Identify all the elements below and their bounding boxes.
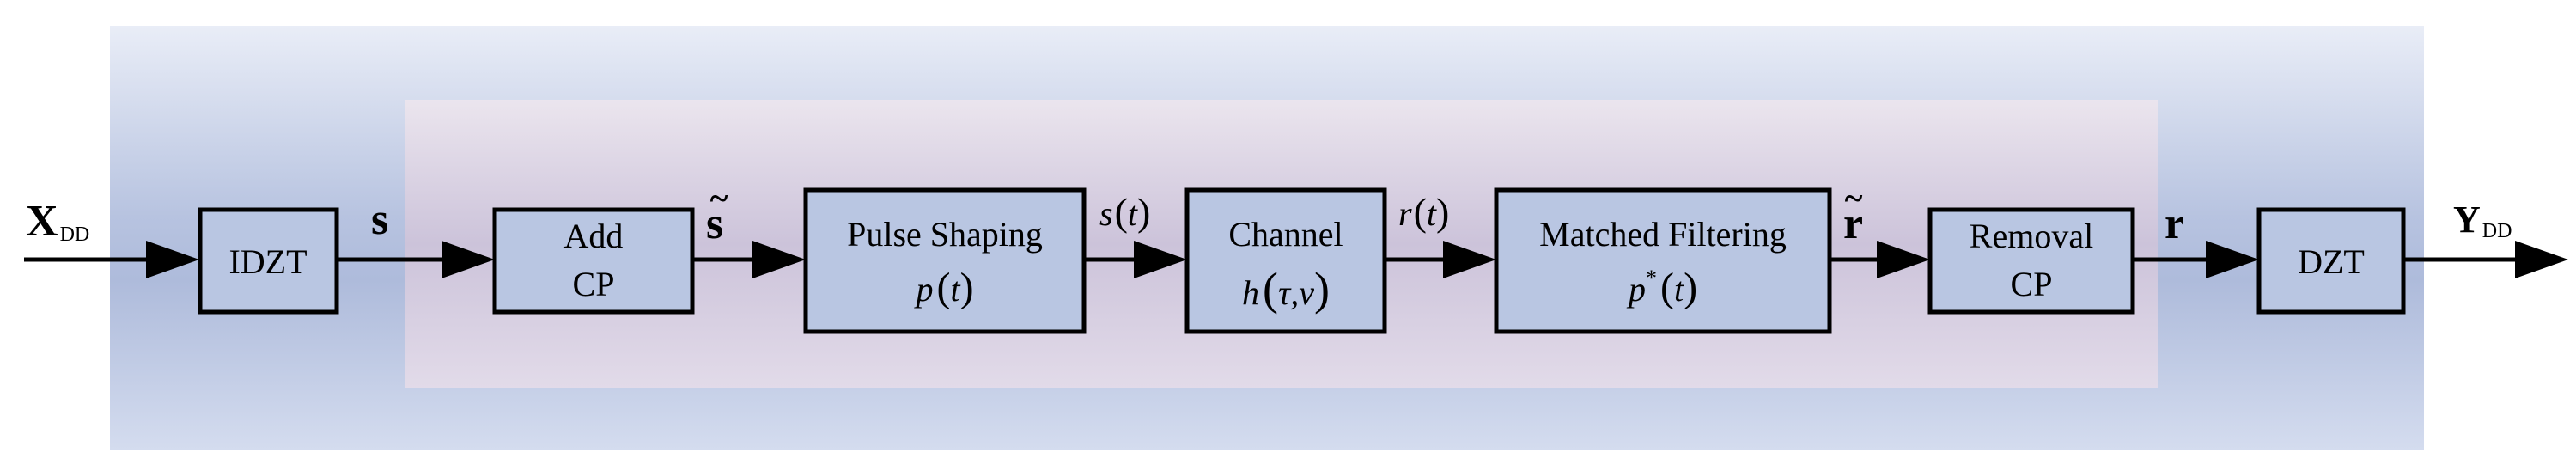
- signal-s-tilde: s: [706, 199, 723, 248]
- pulse-shaping-function: p(t): [913, 265, 973, 310]
- signal-r: r: [2165, 199, 2184, 248]
- removal-cp-label-line1: Removal: [1970, 217, 2093, 255]
- removal-cp-block: Removal CP: [1927, 207, 2135, 315]
- output-signal-label: YDD: [2453, 199, 2512, 242]
- signal-r-of-t: r(t): [1398, 190, 1449, 234]
- add-cp-label-line1: Add: [564, 217, 624, 255]
- signal-r-tilde: r: [1843, 199, 1863, 248]
- signal-s-of-t: s(t): [1099, 190, 1150, 234]
- matched-filter-function: p*(t): [1626, 265, 1697, 310]
- add-cp-label-line2: CP: [573, 265, 615, 303]
- dzt-label: DZT: [2298, 242, 2365, 281]
- input-signal-label: XDD: [26, 197, 89, 246]
- tilde-mark-r: ~: [1845, 179, 1863, 217]
- removal-cp-label-line2: CP: [2011, 265, 2053, 303]
- pulse-shaping-label: Pulse Shaping: [847, 215, 1043, 254]
- pulse-shaping-block: Pulse Shaping p(t): [803, 187, 1087, 334]
- matched-filtering-block: Matched Filtering p*(t): [1494, 187, 1832, 334]
- signal-s: s: [371, 195, 388, 244]
- idzt-block: IDZT: [198, 207, 339, 315]
- channel-block: Channel h(τ,ν): [1184, 187, 1387, 334]
- add-cp-block: Add CP: [492, 207, 695, 315]
- channel-function: h(τ,ν): [1242, 263, 1330, 315]
- idzt-label: IDZT: [228, 242, 307, 281]
- dzt-block: DZT: [2256, 207, 2406, 315]
- channel-label: Channel: [1228, 215, 1343, 254]
- tilde-mark-s: ~: [710, 179, 728, 217]
- matched-filtering-label: Matched Filtering: [1539, 215, 1787, 254]
- signal-labels: XDD s s ~ s(t) r(t) r ~ r YDD: [26, 179, 2512, 248]
- signal-wires: [24, 241, 2568, 278]
